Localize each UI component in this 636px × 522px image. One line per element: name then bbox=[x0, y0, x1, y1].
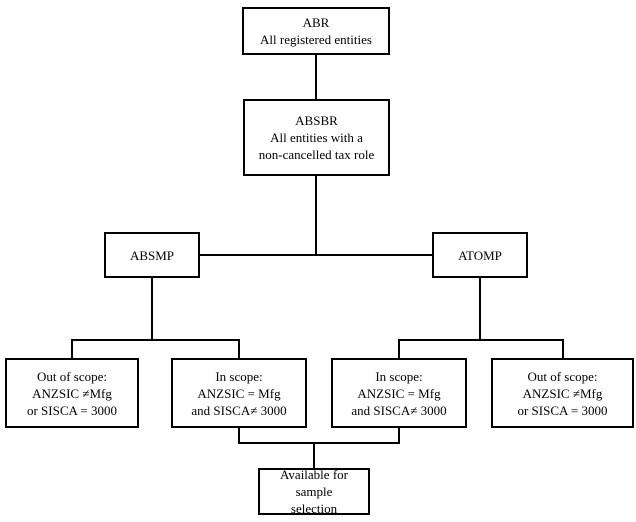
node-absbr-line: non-cancelled tax role bbox=[258, 147, 375, 162]
connector-absmp-down bbox=[151, 278, 153, 341]
connector-out-right-stub bbox=[562, 339, 564, 358]
node-in-right-line: ANZSIC = Mfg bbox=[357, 385, 441, 401]
connector-in-right-down bbox=[398, 428, 400, 444]
node-out-right-line: or SISCA = 3000 bbox=[517, 402, 608, 418]
connector-atomp-children bbox=[398, 339, 563, 341]
node-out-left-line: ANZSIC ≠Mfg bbox=[32, 385, 112, 401]
node-out-right-line: ANZSIC ≠Mfg bbox=[522, 385, 603, 401]
node-out-left-line: or SISCA = 3000 bbox=[26, 402, 118, 418]
node-out-of-scope-left: Out of scope: ANZSIC ≠Mfg or SISCA = 300… bbox=[5, 358, 139, 428]
connector-in-right-stub bbox=[398, 339, 400, 358]
node-out-left-line: Out of scope: bbox=[36, 368, 108, 384]
node-absmp: ABSMP bbox=[104, 232, 200, 278]
node-in-scope-left: In scope: ANZSIC = Mfg and SISCA≠ 3000 bbox=[171, 358, 307, 428]
node-absbr-line: All entities with a bbox=[270, 130, 363, 145]
node-available-for-sample-selection: Available for sample selection bbox=[258, 467, 370, 516]
node-abr-title: ABR bbox=[302, 15, 330, 30]
node-absbr-title: ABSBR bbox=[295, 113, 338, 128]
node-in-left-line: and SISCA≠ 3000 bbox=[191, 402, 287, 418]
node-in-right-line: In scope: bbox=[375, 368, 423, 384]
connector-atomp-down bbox=[479, 278, 481, 341]
node-available-line: selection bbox=[290, 501, 338, 516]
node-atomp: ATOMP bbox=[432, 232, 528, 278]
node-abr-line: All registered entities bbox=[260, 32, 372, 47]
node-available-line: Available for sample bbox=[280, 467, 348, 499]
connector-in-left-down bbox=[238, 428, 240, 444]
connector-in-left-stub bbox=[238, 339, 240, 358]
connector-absmp-children bbox=[71, 339, 240, 341]
node-absbr: ABSBR All entities with a non-cancelled … bbox=[243, 99, 390, 176]
connector-inscope-join bbox=[238, 442, 400, 444]
connector-absmp-atomp bbox=[200, 254, 432, 256]
node-absmp-title: ABSMP bbox=[129, 247, 175, 263]
node-in-left-line: In scope: bbox=[215, 368, 263, 384]
node-abr: ABR All registered entities bbox=[242, 7, 390, 55]
connector-abr-absbr bbox=[315, 55, 317, 99]
node-in-right-line: and SISCA≠ 3000 bbox=[351, 402, 447, 418]
node-out-right-line: Out of scope: bbox=[527, 368, 598, 384]
connector-available-stub bbox=[313, 442, 315, 468]
node-in-left-line: ANZSIC = Mfg bbox=[197, 385, 281, 401]
connector-absbr-down bbox=[315, 176, 317, 256]
connector-out-left-stub bbox=[71, 339, 73, 358]
node-out-of-scope-right: Out of scope: ANZSIC ≠Mfg or SISCA = 300… bbox=[491, 358, 634, 428]
node-in-scope-right: In scope: ANZSIC = Mfg and SISCA≠ 3000 bbox=[331, 358, 467, 428]
node-atomp-title: ATOMP bbox=[458, 247, 502, 263]
